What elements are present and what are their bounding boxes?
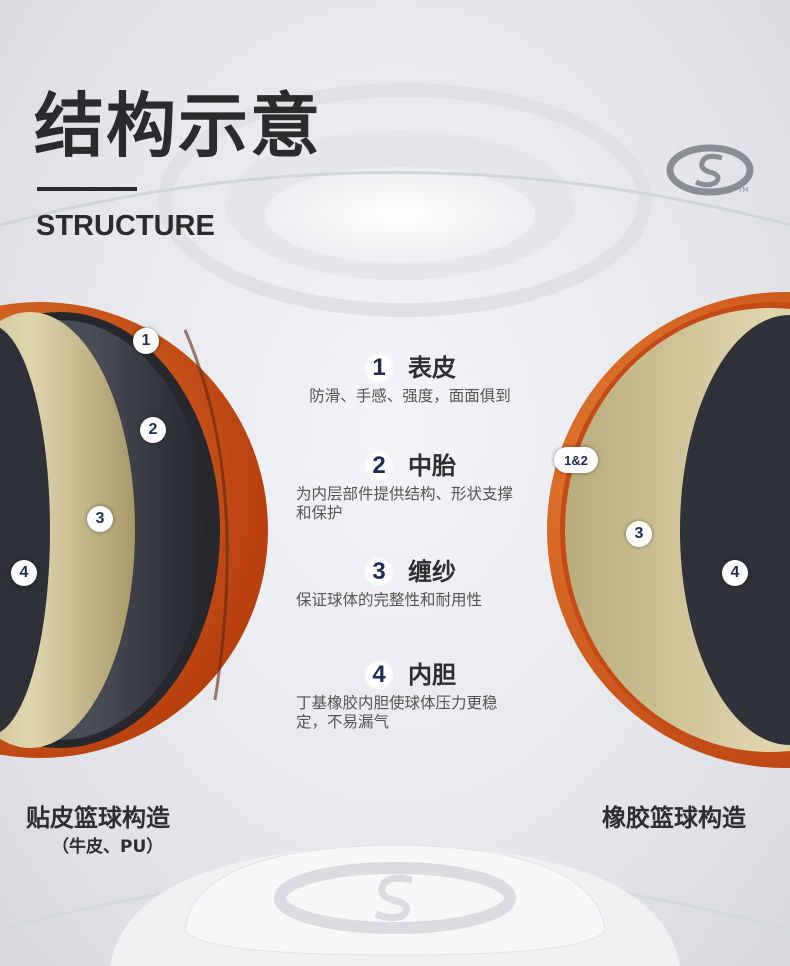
layer-description: 保证球体的完整性和耐用性	[296, 591, 483, 609]
layer-description: 防滑、手感、强度，面面俱到	[309, 387, 511, 405]
layer-number: 2	[364, 451, 394, 481]
right-ball-label: 橡胶篮球构造	[602, 804, 746, 832]
layer-name: 缠纱	[408, 558, 456, 586]
layer-4: 4 内胆 丁基橡胶内胆使球体压力更稳定，不易漏气	[280, 660, 540, 732]
layer-2: 2 中胎 为内层部件提供结构、形状支撑和保护	[280, 451, 540, 523]
left-ball-label: 贴皮篮球构造	[26, 804, 170, 832]
floor-logo	[274, 862, 516, 934]
layer-name: 表皮	[408, 354, 456, 382]
layer-1: 1 表皮 防滑、手感、强度，面面俱到	[280, 353, 540, 406]
logo-tm: TM	[738, 186, 749, 194]
layer-number: 3	[364, 557, 394, 587]
left-ball-sublabel: （牛皮、PU）	[52, 837, 164, 857]
rubber-ball-cutaway	[547, 292, 790, 768]
layer-name: 中胎	[408, 452, 456, 480]
left-badge-3: 3	[87, 506, 113, 532]
left-badge-4: 4	[11, 560, 37, 586]
left-badge-1: 1	[133, 328, 159, 354]
right-badge-3: 3	[626, 521, 652, 547]
leather-ball-cutaway	[0, 302, 268, 758]
right-badge-4: 4	[722, 560, 748, 586]
layer-description: 为内层部件提供结构、形状支撑和保护	[296, 485, 514, 522]
layer-3: 3 缠纱 保证球体的完整性和耐用性	[280, 557, 540, 610]
left-badge-2: 2	[140, 417, 166, 443]
layer-name: 内胆	[408, 661, 456, 689]
right-badge-1-2: 1&2	[554, 447, 598, 473]
layer-description: 丁基橡胶内胆使球体压力更稳定，不易漏气	[296, 694, 498, 731]
spalding-logo	[666, 144, 754, 196]
page-title: 结构示意	[34, 85, 322, 167]
page-subtitle: STRUCTURE	[36, 210, 215, 242]
layer-number: 1	[364, 353, 394, 383]
layer-number: 4	[364, 660, 394, 690]
title-divider	[37, 187, 137, 191]
